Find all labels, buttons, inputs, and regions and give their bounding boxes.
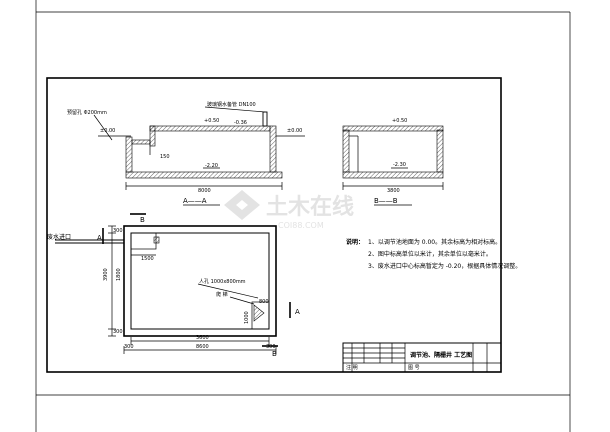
note-item: 1、以调节池地面为 0.00。其余标高为相对标高。 xyxy=(368,238,501,246)
section-marker-a-left: A xyxy=(97,234,102,242)
elev-pipe: -0.36 xyxy=(234,120,247,126)
section-bb: +0.50 -2.30 3800 B——B xyxy=(342,118,444,206)
notes-title: 说明： xyxy=(346,238,364,246)
label-drawing-no: 图 号 xyxy=(408,365,420,371)
note-item: 3、废水进口中心标高暂定为 -0.20，根据具体情况调整。 xyxy=(368,262,521,270)
dim-300-tl: 300 xyxy=(113,228,123,234)
label-ladder: 爬 梯 xyxy=(216,291,228,298)
bb-dim-width: 3800 xyxy=(387,188,400,194)
dim-300-r: 300 xyxy=(266,344,276,350)
elev-top: +0.50 xyxy=(204,118,219,124)
elev-bottom: -2.20 xyxy=(205,163,218,169)
watermark: 土木在线 COI88.COM xyxy=(224,190,354,230)
dim-300-l: 300 xyxy=(124,344,134,350)
watermark-name: 土木在线 xyxy=(266,194,354,220)
title-block: 调节池、隔栅井 工艺图 图 号 注 明 xyxy=(342,342,502,373)
label-inlet: 废水进口 xyxy=(47,233,71,241)
bb-elev-top: +0.50 xyxy=(392,118,407,124)
label-vent: 玻璃钢水备管 DN100 xyxy=(207,101,256,108)
section-aa-title: A——A xyxy=(183,197,207,205)
label-hole: 预留孔 Φ200mm xyxy=(67,109,107,116)
section-marker-a-right: A xyxy=(295,308,300,316)
section-aa: 预留孔 Φ200mm 玻璃钢水备管 DN100 ±0.00 ±0.00 +0.5… xyxy=(67,101,305,206)
dim-1000: 1000 xyxy=(244,311,250,324)
notes: 说明： 1、以调节池地面为 0.00。其余标高为相对标高。 2、图中标高单位以米… xyxy=(346,238,521,270)
dim-800: 800 xyxy=(259,299,269,305)
dim-3900: 3900 xyxy=(103,268,109,281)
dim-outer: 8600 xyxy=(196,344,209,350)
sheet-frame xyxy=(35,0,571,432)
dim-150: 150 xyxy=(160,154,170,160)
dim-1500: 1500 xyxy=(141,256,154,262)
dim-300-bl: 300 xyxy=(113,329,123,335)
label-notes: 注 明 xyxy=(346,364,358,371)
section-marker-b-top: B xyxy=(140,216,145,224)
section-bb-title: B——B xyxy=(374,197,398,205)
section-marker-b-bottom: B xyxy=(272,350,277,358)
watermark-domain: COI88.COM xyxy=(278,221,324,230)
dim-1800: 1800 xyxy=(116,268,122,281)
bb-elev-bottom: -2.30 xyxy=(393,162,406,168)
elev-ground-left: ±0.00 xyxy=(100,128,115,134)
drawing-title: 调节池、隔栅井 工艺图 xyxy=(410,351,472,359)
elev-ground-right: ±0.00 xyxy=(287,128,302,134)
note-item: 2、图中标高单位以米计，其余单位以毫米计。 xyxy=(368,250,492,258)
label-manhole: 人孔 1000x800mm xyxy=(199,278,246,285)
dim-inner: 3600 xyxy=(196,335,209,341)
plan-view: 废水进口 A A B B 300 3900 1800 300 1500 人孔 1… xyxy=(47,213,300,358)
dim-length: 8000 xyxy=(198,188,211,194)
